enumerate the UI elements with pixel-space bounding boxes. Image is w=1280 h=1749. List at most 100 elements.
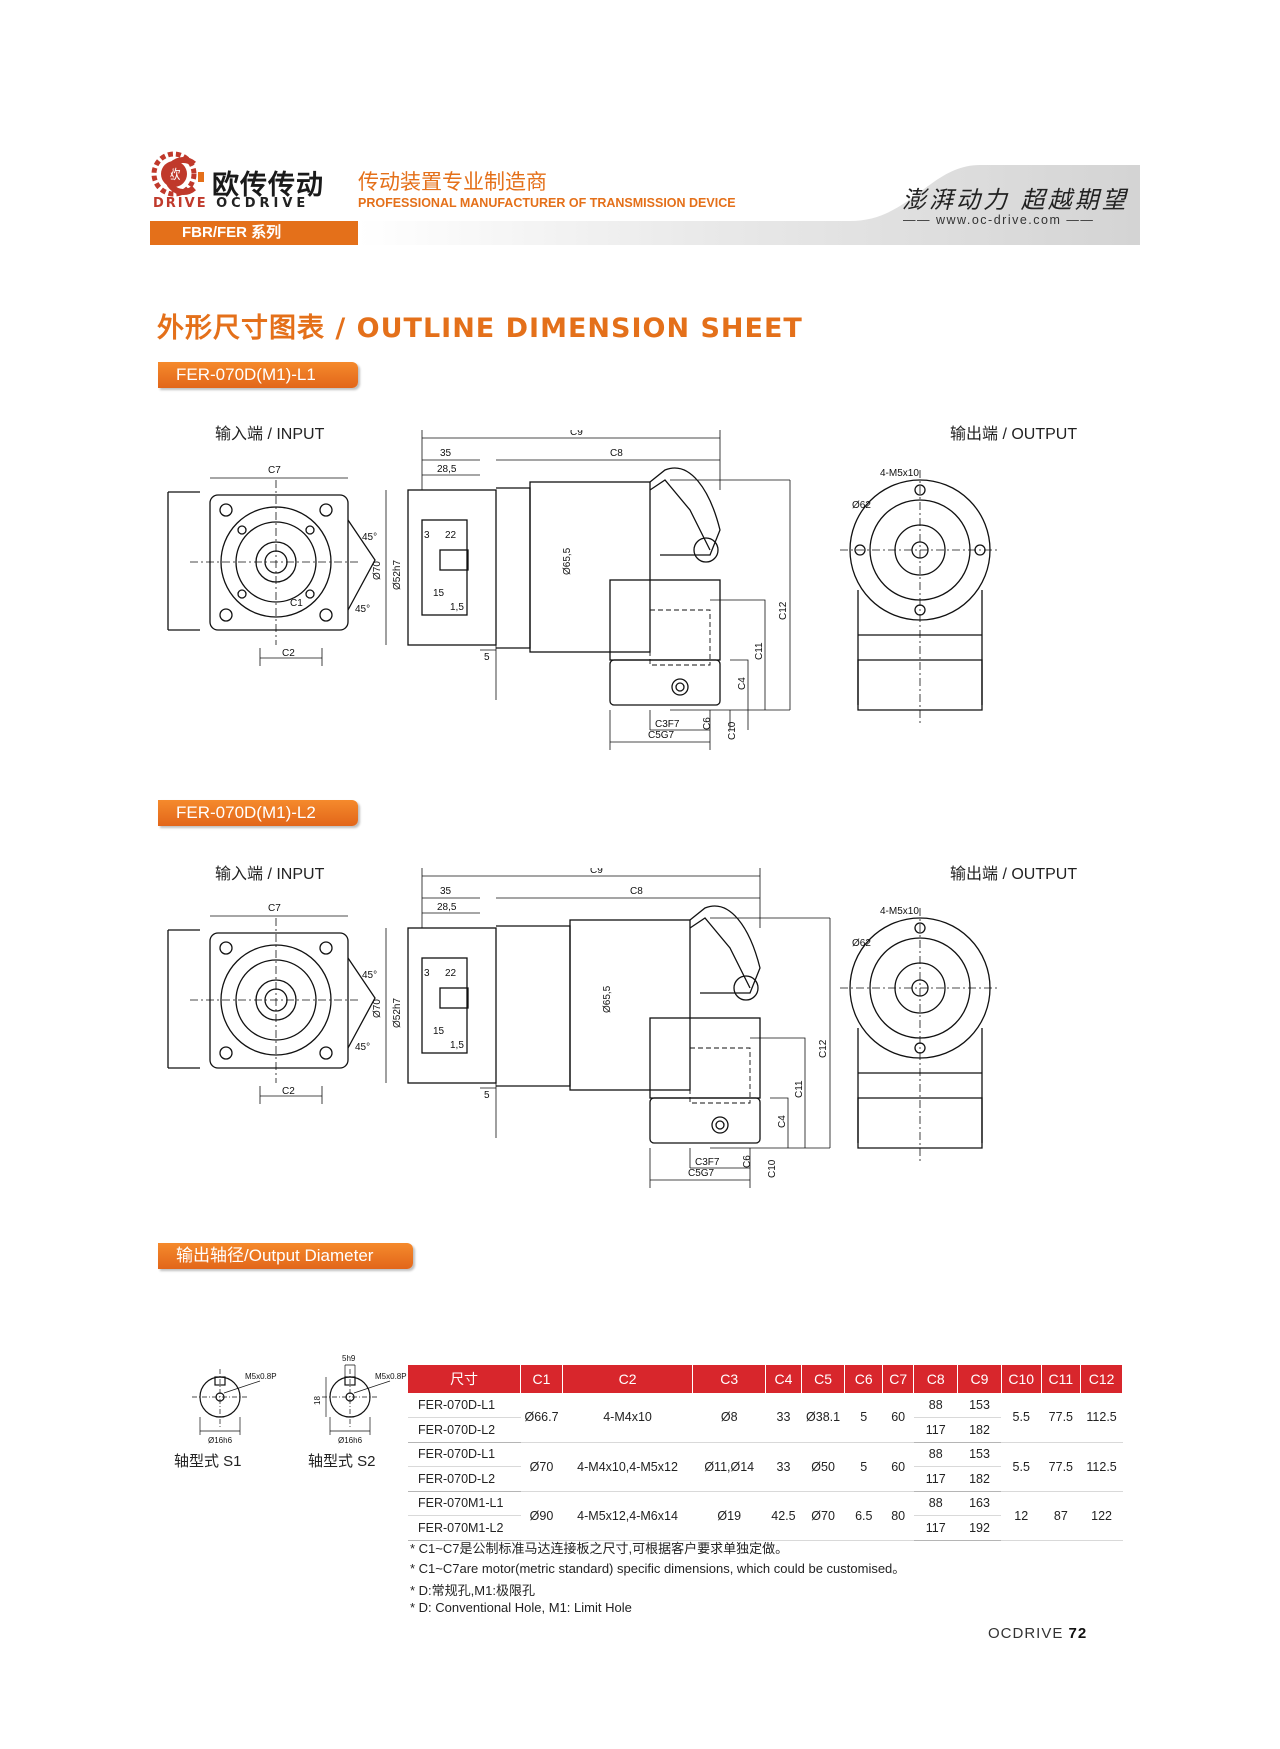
th-c11: C11 xyxy=(1041,1365,1082,1393)
brand-suffix: OCDRIVE xyxy=(216,196,310,211)
dim-c7: C7 xyxy=(268,903,281,914)
table-row: FER-070D-L2 117 182 xyxy=(408,1466,1123,1492)
section-title-l2: FER-070D(M1)-L2 xyxy=(158,800,358,826)
th-c3: C3 xyxy=(692,1365,767,1393)
series-tab: FBR/FER 系列 xyxy=(150,221,358,245)
motto: 澎湃动力 超越期望 xyxy=(902,186,1129,214)
dim-35: 35 xyxy=(440,448,452,459)
dim-1-5: 1,5 xyxy=(450,602,464,613)
brand-name: 欧传传动 xyxy=(212,170,324,201)
brand-logo-icon: 欧 xyxy=(151,151,204,197)
dim-c6: C6 xyxy=(742,1155,753,1168)
dim-phi52: Ø52h7 xyxy=(392,998,403,1028)
cell-c2: 4-M5x12,4-M6x14 xyxy=(562,1491,693,1541)
s2-key: 5h9 xyxy=(342,1354,356,1363)
cell-c2: 4-M4x10,4-M5x12 xyxy=(562,1442,693,1492)
dim-c10: C10 xyxy=(727,721,738,740)
table-row: FER-070M1-L1 Ø90 4-M5x12,4-M6x14 Ø19 42.… xyxy=(408,1491,1123,1541)
cell-c5: Ø50 xyxy=(801,1442,845,1492)
th-size: 尺寸 xyxy=(408,1365,522,1393)
dim-c1: C1 xyxy=(290,598,303,609)
cell-c10: 5.5 xyxy=(1001,1393,1042,1443)
note-3: * D:常规孔,M1:极限孔 xyxy=(410,1583,535,1598)
cell-c8: 117 xyxy=(913,1417,958,1443)
dim-c2: C2 xyxy=(282,1086,295,1097)
website-url: www.oc-drive.com xyxy=(935,213,1062,227)
s1-thread: M5x0.8P xyxy=(245,1372,277,1381)
dim-c6: C6 xyxy=(702,717,713,730)
dim-285: 28,5 xyxy=(437,902,457,913)
cell-c9: 163 xyxy=(957,1491,1002,1516)
dim-c8: C8 xyxy=(610,448,623,459)
shaft-s2-label: 轴型式 S2 xyxy=(308,1453,376,1470)
dim-1-5: 1,5 xyxy=(450,1040,464,1051)
table-row: FER-070D-L2 117 182 xyxy=(408,1417,1123,1443)
th-c9: C9 xyxy=(957,1365,1002,1393)
cell-c9: 153 xyxy=(957,1442,1002,1467)
dim-15: 15 xyxy=(433,1026,445,1037)
dim-3: 3 xyxy=(424,968,430,979)
cell-c7: 60 xyxy=(882,1442,914,1492)
cell-c11: 77.5 xyxy=(1041,1442,1081,1492)
input-label-l1: 输入端 / INPUT xyxy=(215,426,325,443)
brand-prefix: DRIVE xyxy=(153,196,208,211)
cell-model: FER-070D-L1 xyxy=(408,1393,521,1418)
cell-c1: Ø66.7 xyxy=(520,1393,563,1443)
note-4: * D: Conventional Hole, M1: Limit Hole xyxy=(410,1600,632,1615)
dim-c9: C9 xyxy=(570,430,583,438)
dim-phi655: Ø65,5 xyxy=(602,985,613,1013)
dim-c8: C8 xyxy=(630,886,643,897)
dim-c5: C5G7 xyxy=(648,730,675,741)
cell-c1: Ø90 xyxy=(520,1491,563,1541)
table-row: FER-070D-L1 Ø70 4-M4x10,4-M5x12 Ø11,Ø14 … xyxy=(408,1442,1123,1492)
dim-c3: C3F7 xyxy=(655,719,680,730)
dim-3: 3 xyxy=(424,530,430,541)
th-c2: C2 xyxy=(562,1365,694,1393)
cell-c8: 88 xyxy=(913,1491,958,1516)
cell-c9: 182 xyxy=(957,1417,1002,1443)
dim-angle-a: 45° xyxy=(362,532,377,543)
th-c8: C8 xyxy=(913,1365,959,1393)
s2-thread: M5x0.8P xyxy=(375,1372,407,1381)
cell-model: FER-070D-L1 xyxy=(408,1442,521,1467)
cell-c11: 77.5 xyxy=(1041,1393,1081,1443)
dim-c11: C11 xyxy=(754,642,765,660)
th-c1: C1 xyxy=(520,1365,563,1393)
cell-c9: 182 xyxy=(957,1466,1002,1492)
s2-diameter: Ø16h6 xyxy=(338,1436,363,1445)
cell-c12: 122 xyxy=(1080,1491,1123,1541)
cell-model: FER-070M1-L2 xyxy=(408,1515,521,1541)
cell-c9: 153 xyxy=(957,1393,1002,1418)
dim-c10: C10 xyxy=(767,1159,778,1178)
cell-c10: 12 xyxy=(1001,1491,1042,1541)
cell-c7: 60 xyxy=(882,1393,914,1443)
cell-model: FER-070D-L2 xyxy=(408,1417,521,1443)
s1-diameter: Ø16h6 xyxy=(208,1436,233,1445)
cell-c6: 6.5 xyxy=(844,1491,883,1541)
dim-c9: C9 xyxy=(590,868,603,876)
cell-c5: Ø70 xyxy=(801,1491,845,1541)
dim-c12: C12 xyxy=(778,601,789,620)
dim-holes: 4-M5x10 xyxy=(880,906,919,917)
website: —— www.oc-drive.com —— xyxy=(903,213,1095,227)
table-header-row: 尺寸 C1 C2 C3 C4 C5 C6 C7 C8 C9 C10 C11 C1… xyxy=(408,1365,1123,1393)
dim-phi62: Ø62 xyxy=(852,500,871,511)
note-2: * C1~C7are motor(metric standard) specif… xyxy=(410,1561,906,1576)
dim-35: 35 xyxy=(440,886,452,897)
cell-c9: 192 xyxy=(957,1515,1002,1541)
dim-c4: C4 xyxy=(777,1115,788,1128)
cell-c3: Ø19 xyxy=(692,1491,766,1541)
slogan-cn: 传动装置专业制造商 xyxy=(358,170,547,194)
section-title-l1: FER-070D(M1)-L1 xyxy=(158,362,358,388)
th-c7: C7 xyxy=(882,1365,915,1393)
dim-c2: C2 xyxy=(282,648,295,659)
dim-15: 15 xyxy=(433,588,445,599)
page-title: 外形尺寸图表 / OUTLINE DIMENSION SHEET xyxy=(157,313,803,344)
dim-holes: 4-M5x10 xyxy=(880,468,919,479)
th-c4: C4 xyxy=(765,1365,802,1393)
th-c5: C5 xyxy=(801,1365,846,1393)
dim-c3: C3F7 xyxy=(695,1157,720,1168)
shaft-s1-label: 轴型式 S1 xyxy=(174,1453,242,1470)
cell-c4: 42.5 xyxy=(765,1491,802,1541)
dim-phi52: Ø52h7 xyxy=(392,560,403,590)
